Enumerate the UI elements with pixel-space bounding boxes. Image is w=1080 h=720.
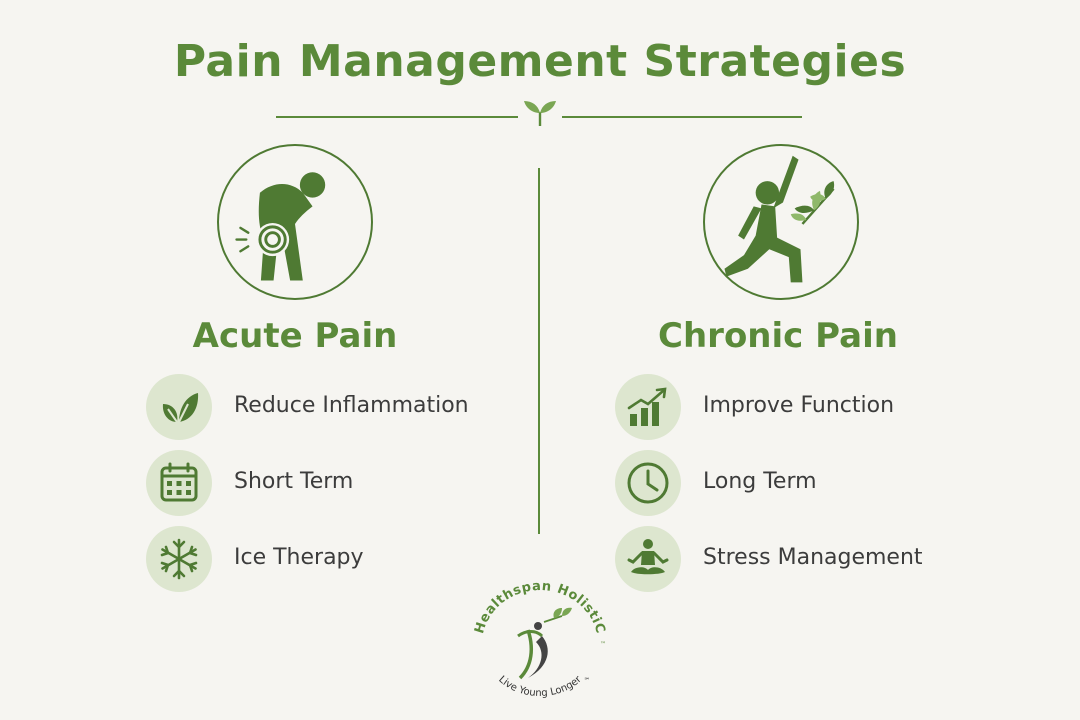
chronic-pain-heading: Chronic Pain: [658, 316, 898, 356]
item-label: Short Term: [234, 469, 354, 494]
leaf-icon: [146, 374, 212, 440]
title-rule-right: [562, 116, 802, 118]
meditation-icon: [615, 526, 681, 592]
logo-tagline-text: Live Young Longer: [496, 674, 584, 700]
back-pain-icon: [217, 144, 373, 300]
calendar-icon: [146, 450, 212, 516]
acute-pain-heading: Acute Pain: [192, 316, 398, 356]
sprout-icon: [524, 101, 556, 126]
snowflake-icon: [146, 526, 212, 592]
title-rule-left: [276, 116, 518, 118]
logo-trademark: ™: [600, 641, 606, 648]
item-label: Ice Therapy: [234, 545, 364, 570]
item-label: Reduce Inflammation: [234, 393, 469, 418]
logo-tagline: Live Young Longer: [496, 674, 584, 700]
item-label: Improve Function: [703, 393, 895, 418]
healthspan-holistic-logo: Healthspan HolistiC ™ Live Young Longer …: [466, 582, 614, 702]
yoga-stretch-icon: [703, 144, 859, 300]
item-label: Stress Management: [703, 545, 923, 570]
growth-chart-icon: [615, 374, 681, 440]
clock-icon: [615, 450, 681, 516]
page-title: Pain Management Strategies: [173, 36, 907, 87]
logo-tagline-mark: ℠: [584, 677, 590, 684]
item-label: Long Term: [703, 469, 817, 494]
column-divider: [538, 168, 540, 534]
